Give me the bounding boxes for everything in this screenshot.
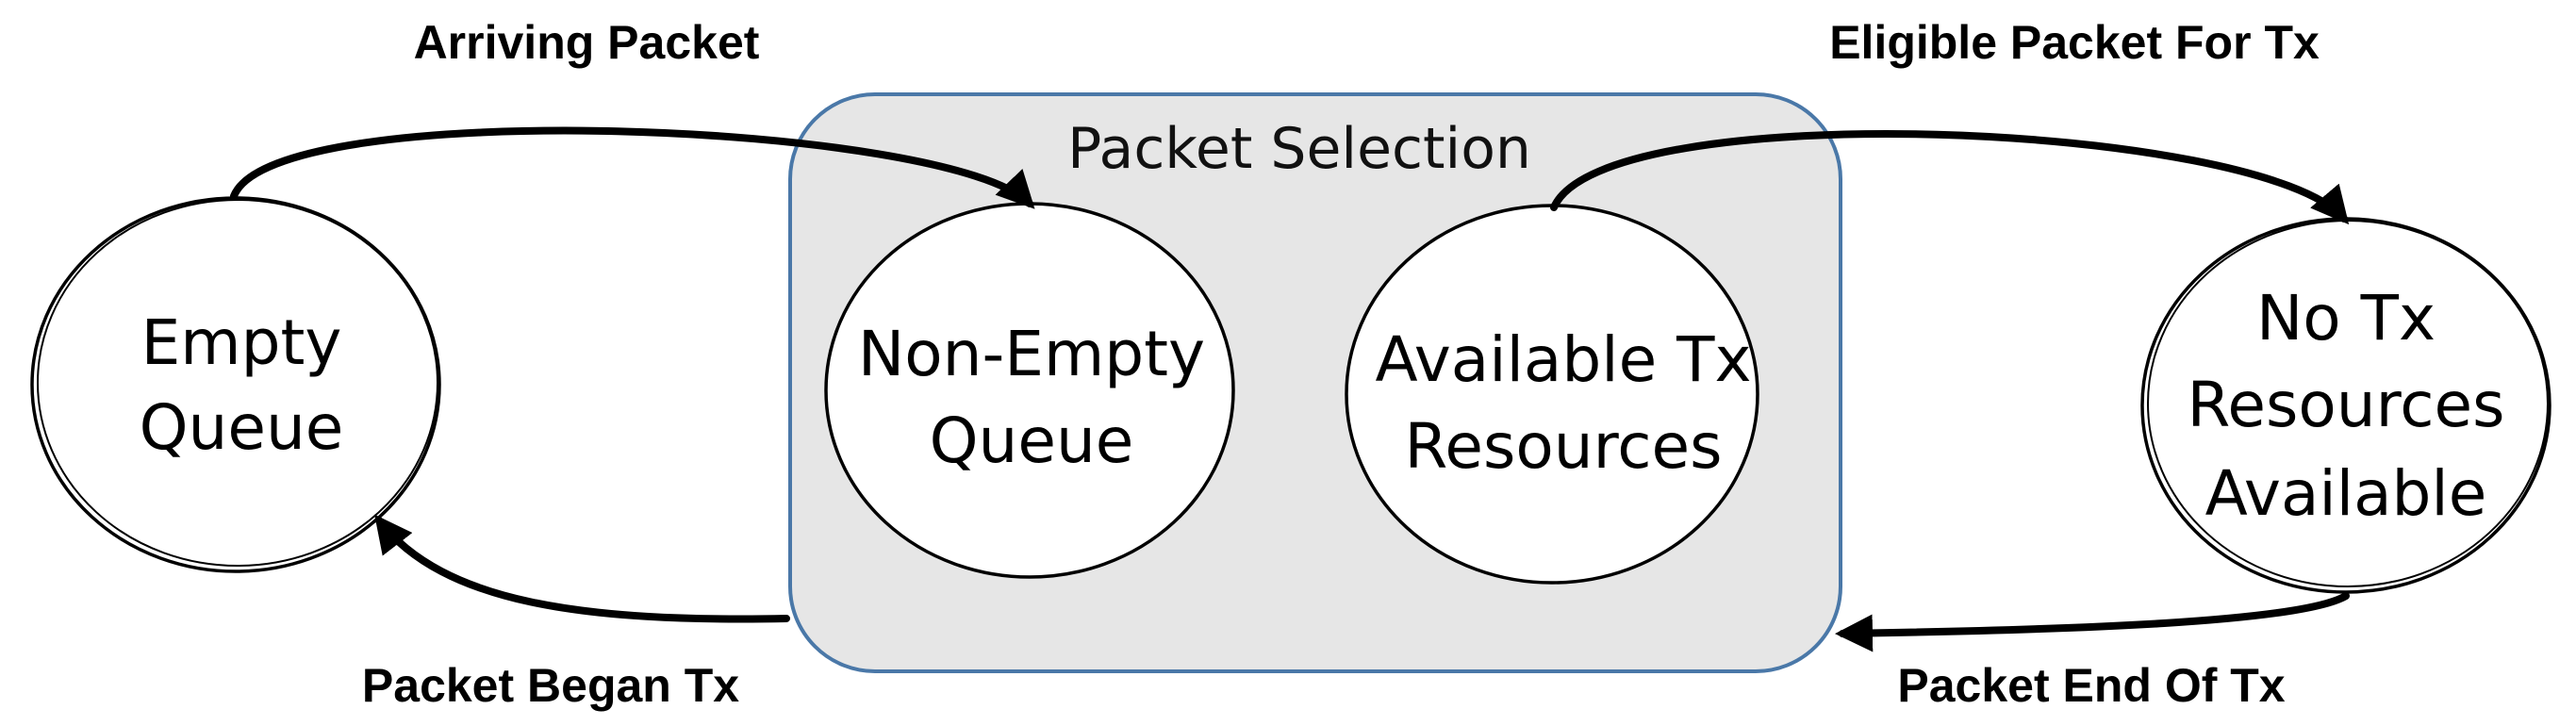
- label-packet-began-tx: Packet Began Tx: [362, 659, 739, 712]
- state-available-tx-line1: Available Tx: [1375, 323, 1751, 396]
- state-non-empty-queue-line2: Queue: [930, 404, 1134, 477]
- label-arriving-packet: Arriving Packet: [414, 16, 760, 69]
- state-empty-queue-line2: Queue: [140, 391, 344, 464]
- label-eligible-packet: Eligible Packet For Tx: [1829, 16, 2320, 69]
- state-available-tx-line2: Resources: [1404, 410, 1722, 483]
- packet-selection-label: Packet Selection: [1067, 116, 1531, 182]
- state-non-empty-queue: [824, 202, 1235, 579]
- edge-packet-end-of-tx: [1835, 592, 2350, 652]
- edge-eligible-packet: [1550, 130, 2350, 225]
- state-no-tx-line3: Available: [2205, 457, 2487, 530]
- state-no-tx-line2: Resources: [2187, 369, 2504, 441]
- label-packet-end-of-tx: Packet End Of Tx: [1897, 659, 2285, 712]
- state-empty-queue-outline: [37, 199, 438, 567]
- edge-arriving-packet: [230, 126, 1035, 209]
- state-no-tx-line1: No Tx: [2256, 282, 2436, 355]
- state-non-empty-queue-line1: Non-Empty: [858, 318, 1205, 390]
- state-empty-queue-line1: Empty: [141, 306, 342, 379]
- edge-packet-began-tx: [374, 514, 790, 623]
